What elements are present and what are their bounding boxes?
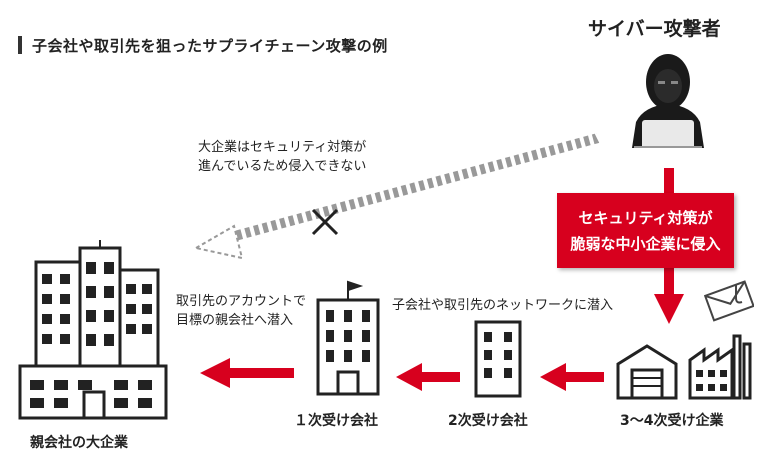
arrow-tier1-to-parent (200, 358, 294, 388)
note-via-account: 取引先のアカウントで 目標の親会社へ潜入 (176, 292, 306, 330)
attacker-label: サイバー攻撃者 (588, 18, 721, 40)
tier2-building-icon (474, 320, 522, 398)
blocked-note-line1: 大企業はセキュリティ対策が (198, 140, 367, 155)
phishing-email-icon (704, 280, 754, 322)
parent-company-label: 親会社の大企業 (30, 435, 128, 451)
note-via-account-line2: 目標の親会社へ潜入 (176, 313, 294, 328)
arrow-tier34-to-tier2 (540, 363, 604, 391)
blocked-x-mark (311, 208, 339, 236)
parent-company-building-icon (18, 240, 168, 420)
arrow-tier2-to-tier1 (396, 363, 460, 391)
blocked-note-line2: 進んでいるため侵入できない (198, 159, 367, 174)
tier34-label: 3〜4次受け企業 (620, 413, 724, 429)
factory-icon (688, 334, 752, 400)
title-marker (18, 36, 22, 54)
hacker-icon (632, 54, 704, 148)
tier1-building-icon (316, 280, 380, 396)
blocked-attack-arrow (193, 131, 602, 260)
red-box-line2: 脆弱な中小企業に侵入 (570, 234, 721, 253)
note-via-account-line1: 取引先のアカウントで (176, 294, 307, 309)
blocked-note: 大企業はセキュリティ対策が 進んでいるため侵入できない (198, 138, 366, 176)
warehouse-icon (616, 344, 678, 400)
red-box-line1: セキュリティ対策が (578, 208, 713, 227)
tier1-label: １次受け会社 (294, 413, 378, 429)
vulnerable-sme-box: セキュリティ対策が 脆弱な中小企業に侵入 (557, 193, 734, 268)
tier2-label: 2次受け会社 (448, 413, 528, 429)
note-network: 子会社や取引先のネットワークに潜入 (392, 298, 614, 313)
diagram-title: 子会社や取引先を狙ったサプライチェーン攻撃の例 (32, 37, 388, 55)
